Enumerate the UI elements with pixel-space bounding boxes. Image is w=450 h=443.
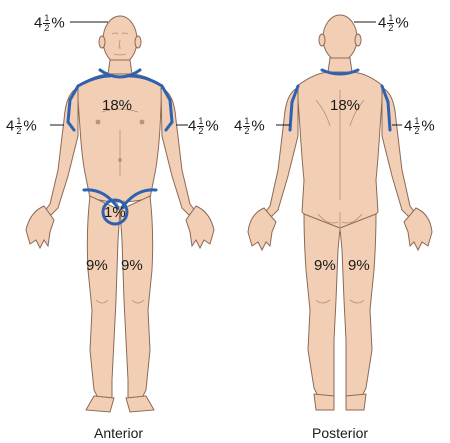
- anterior-leg-left: [87, 196, 120, 398]
- label-fraction-den: 2: [387, 24, 394, 33]
- posterior-foot-left: [314, 394, 334, 410]
- posterior-ear-right: [355, 34, 361, 46]
- anterior-leg-right: [120, 196, 153, 398]
- label-whole: 4: [404, 117, 412, 134]
- label-unit: %: [23, 117, 36, 134]
- anterior-neck: [108, 60, 132, 74]
- label-unit: %: [251, 117, 264, 134]
- anterior-arm-right: [161, 88, 196, 216]
- anterior-torso: [77, 74, 162, 202]
- label-fraction-den: 2: [15, 127, 22, 136]
- posterior-foot-right: [346, 394, 366, 410]
- posterior-head: [323, 15, 357, 61]
- label-posterior-trunk: 18%: [330, 98, 360, 113]
- posterior-leg-right: [340, 214, 376, 396]
- caption-posterior: Posterior: [312, 425, 368, 441]
- label-anterior-trunk: 18%: [102, 98, 132, 113]
- label-fraction-den: 2: [43, 24, 50, 33]
- label-unit: %: [51, 14, 64, 31]
- label-unit: %: [421, 117, 434, 134]
- label-whole: 4: [378, 14, 386, 31]
- label-fraction-den: 2: [243, 127, 250, 136]
- label-unit: %: [395, 14, 408, 31]
- label-posterior-leg-left: 9%: [314, 258, 336, 273]
- label-fraction-den: 2: [197, 127, 204, 136]
- label-anterior-leg-left: 9%: [86, 258, 108, 273]
- posterior-leg-left: [304, 214, 340, 396]
- posterior-neck: [328, 58, 352, 72]
- caption-anterior: Anterior: [94, 425, 143, 441]
- anterior-arm-left: [44, 88, 78, 216]
- label-fraction-den: 2: [413, 127, 420, 136]
- label-anterior-leg-right: 9%: [121, 258, 143, 273]
- label-whole: 4: [6, 117, 14, 134]
- label-unit: %: [205, 117, 218, 134]
- anterior-foot-left: [86, 396, 114, 412]
- label-posterior-leg-right: 9%: [348, 258, 370, 273]
- label-whole: 4: [234, 117, 242, 134]
- label-anterior-genitalia: 1%: [104, 205, 126, 220]
- anterior-ear-right: [135, 36, 141, 48]
- anterior-foot-right: [126, 396, 154, 412]
- anterior-ear-left: [99, 36, 105, 48]
- label-whole: 4: [34, 14, 42, 31]
- label-whole: 4: [188, 117, 196, 134]
- posterior-ear-left: [319, 34, 325, 46]
